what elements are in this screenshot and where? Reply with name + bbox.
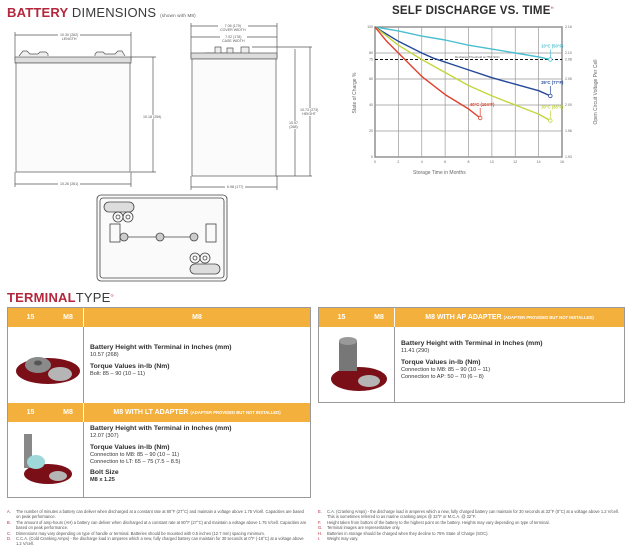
m8-terminal-image [8, 327, 84, 403]
footnotes-right: E. C.A. (Cranking Amps) - the discharge l… [318, 509, 623, 541]
self-discharge-chart: 0 2 4 6 8 10 12 14 16 0 20 40 60 75 80 100 1.93 1.96 2.00 2… [367, 25, 572, 164]
chart-x-tick-label: 10 [490, 160, 494, 164]
height-case-label: 10.57(268) [289, 121, 298, 130]
chart-y2-tick-label: 1.96 [565, 129, 572, 133]
lt-adapter-terminal-image [8, 422, 84, 498]
terminal-type-title: TERMINALTYPEG [7, 290, 114, 305]
footnote-letter: D. [7, 536, 12, 542]
footnotes-left: A. The number of minutes a battery can de… [7, 509, 307, 547]
footnote: D. C.C.A. (Cold Cranking Amps) - the disc… [7, 536, 307, 547]
chart-x-axis-label: Storage Time in Months [413, 170, 466, 176]
battery-dimensions-title: BATTERY DIMENSIONS (shown with M8) [7, 5, 196, 20]
ap-adapter-terminal-image [319, 327, 395, 402]
footnote: A. The number of minutes a battery can de… [7, 509, 307, 520]
footnote-text: C.A. (Cranking Amps) - the discharge loa… [327, 509, 619, 520]
footnote-text: Height taken from bottom of the battery … [327, 519, 550, 525]
footnote-letter: B. [7, 519, 11, 525]
footnote-text: Dimensions may vary depending on type of… [16, 530, 265, 536]
side-bottom-width-label: 6.98 (177) [225, 185, 246, 190]
footnote-text: Terminal images are representative only. [327, 525, 401, 531]
terminal-table-m8: 15 M8 M8 Battery Height with Terminal in… [7, 307, 311, 498]
chart-y-axis-label: State of Charge % [352, 72, 358, 114]
chart-x-tick-label: 4 [421, 160, 423, 164]
chart-x-tick-label: 8 [468, 160, 470, 164]
chart-y2-tick-label: 2.10 [565, 51, 572, 55]
chart-series-label: 25°C (77°F) [541, 80, 564, 85]
height-total-label: 10.73 (273)HEIGHT [300, 108, 319, 117]
terminal-header: 15 M8 M8 [8, 308, 310, 327]
front-bottom-length-label: 10.26 (261) [58, 182, 81, 187]
chart-y-tick-label: 80 [369, 51, 373, 55]
side-view-drawing [190, 23, 312, 190]
chart-y2-tick-label: 1.93 [565, 155, 572, 159]
chart-y-tick-label: 20 [369, 129, 373, 133]
footnote: I. Weight may vary. [318, 536, 623, 541]
footnote-text: Batteries in storage should be charged w… [327, 530, 489, 536]
chart-series-line [374, 26, 551, 122]
chart-y-tick-label: 100 [367, 25, 373, 29]
chart-series-label: 30°C (86°F) [541, 105, 564, 110]
battery-dimension-drawings [14, 23, 312, 282]
terminal-body: Battery Height with Terminal in Inches (… [319, 327, 624, 402]
cover-width-label: 7.06 (179)COVER WIDTH [218, 24, 248, 33]
footnote-letter: E. [318, 509, 322, 514]
chart-x-tick-label: 2 [397, 160, 399, 164]
front-view-drawing [14, 32, 156, 187]
terminal-table-ap: 15 M8 M8 WITH AP ADAPTER (ADAPTER PROVID… [318, 307, 625, 403]
footnote-text: The number of minutes a battery can deli… [16, 509, 304, 520]
chart-y2-tick-label: 2.08 [565, 58, 572, 62]
footnote: G. Terminal images are representative onl… [318, 525, 623, 530]
footnote: C. Dimensions may vary depending on type … [7, 531, 307, 536]
chart-y2-axis-label: Open Circuit Voltage Per Cell [593, 59, 599, 125]
footnote-text: C.C.A. (Cold Cranking Amps) - the discha… [16, 536, 304, 547]
chart-y2-tick-label: 2.05 [565, 77, 572, 81]
chart-x-tick-label: 12 [513, 160, 517, 164]
footnote-text: Weight may vary. [327, 536, 359, 542]
chart-series-endpoint [548, 118, 553, 123]
chart-title: SELF DISCHARGE VS. TIMEH [392, 5, 554, 17]
chart-threshold-label: Recharge Threshold at 75% SOC [455, 55, 500, 59]
footnote-letter: C. [7, 530, 12, 536]
chart-series-label: 10°C (50°F) [541, 44, 564, 49]
terminal-header: 15 M8 M8 WITH AP ADAPTER (ADAPTER PROVID… [319, 308, 624, 327]
footnote: F. Height taken from bottom of the batter… [318, 520, 623, 525]
chart-y-tick-label: 0 [371, 155, 373, 159]
footnote-letter: A. [7, 509, 11, 514]
terminal-body: Battery Height with Terminal in Inches (… [8, 327, 310, 403]
terminal-body: Battery Height with Terminal in Inches (… [8, 422, 310, 498]
chart-x-tick-label: 0 [374, 160, 376, 164]
top-view-drawing [96, 194, 228, 282]
chart-series-line [374, 26, 551, 97]
footnote-letter: I. [318, 536, 321, 542]
footnote: B. The amount of amp-hours (AH) a battery… [7, 520, 307, 531]
chart-series-label: 40°C (104°F) [470, 102, 495, 107]
chart-y2-tick-label: 2.16 [565, 25, 572, 29]
chart-x-tick-label: 6 [444, 160, 446, 164]
footnote-letter: H. [318, 530, 323, 536]
footnote: E. C.A. (Cranking Amps) - the discharge l… [318, 509, 623, 520]
footnote-letter: F. [318, 519, 322, 525]
chart-series-line [374, 26, 551, 61]
chart-x-tick-label: 14 [537, 160, 541, 164]
chart-x-tick-label: 16 [560, 160, 564, 164]
chart-series-endpoint [477, 115, 483, 121]
chart-series-line [374, 26, 481, 119]
terminal-header: 15 M8 M8 WITH LT ADAPTER (ADAPTER PROVID… [8, 403, 310, 422]
chart-y-tick-label: 40 [369, 103, 373, 107]
footnote-letter: G. [318, 525, 323, 531]
chart-y-tick-label: 60 [369, 77, 373, 81]
footnote: H. Batteries in storage should be charged… [318, 531, 623, 536]
chart-y2-tick-label: 2.00 [565, 103, 572, 107]
front-height-label: 10.18 (259) [143, 115, 162, 120]
case-width-label: 7.02 (178)CASE WIDTH [220, 35, 247, 44]
chart-y-tick-label: 75 [369, 58, 373, 62]
front-length-label: 10.30 (262)LENGTH [58, 33, 81, 42]
chart-series-endpoint [548, 93, 553, 99]
chart-series-endpoint [548, 57, 553, 62]
footnote-text: The amount of amp-hours (AH) a battery c… [16, 519, 307, 531]
